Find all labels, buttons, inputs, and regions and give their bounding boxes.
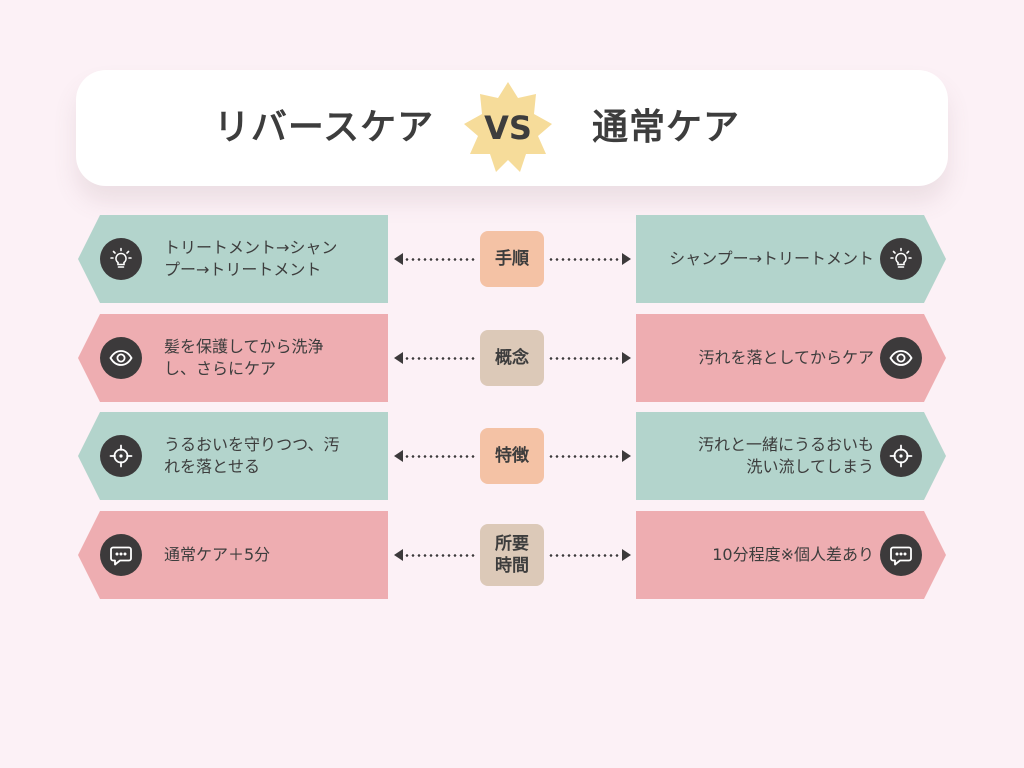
right-card-text: 汚れと一緒にうるおいも 洗い流してしまう [650, 412, 874, 500]
arrow-right-icon [622, 352, 631, 364]
chat-bubble-icon [100, 534, 142, 576]
arrow-left-icon [394, 352, 403, 364]
dotted-connector [548, 258, 620, 261]
arrow-left-icon [394, 450, 403, 462]
arrow-right-icon [622, 253, 631, 265]
comparison-row-time: 通常ケア＋5分 所要 時間 10分程度※個人差あり [0, 511, 1024, 599]
eye-icon [880, 337, 922, 379]
left-card-text: 通常ケア＋5分 [164, 511, 374, 599]
target-icon [100, 435, 142, 477]
right-card: シャンプー→トリートメント [636, 215, 946, 303]
left-card-text: 髪を保護してから洗浄 し、さらにケア [164, 314, 374, 402]
text-line: プー→トリートメント [164, 260, 322, 279]
vs-label: VS [484, 109, 532, 147]
row-label: 所要 時間 [480, 524, 544, 586]
text-line: 通常ケア＋5分 [164, 545, 271, 564]
row-label: 特徴 [480, 428, 544, 484]
lightbulb-icon [880, 238, 922, 280]
arrow-right-icon [622, 450, 631, 462]
target-icon [880, 435, 922, 477]
right-title: 通常ケア [592, 107, 741, 148]
text-line: 髪を保護してから洗浄 [164, 337, 324, 356]
text-line: れを落とせる [164, 457, 261, 476]
left-card-text: うるおいを守りつつ、汚 れを落とせる [164, 412, 374, 500]
right-card: 10分程度※個人差あり [636, 511, 946, 599]
vs-badge: VS [460, 80, 556, 176]
dotted-connector [404, 357, 476, 360]
left-card-text: トリートメント→シャン プー→トリートメント [164, 215, 374, 303]
text-line: 汚れと一緒にうるおいも [697, 435, 874, 454]
comparison-row-feature: うるおいを守りつつ、汚 れを落とせる 特徴 汚れと一緒にうるおいも 洗い流してし… [0, 412, 1024, 500]
text-line: シャンプー→トリートメント [669, 249, 874, 268]
left-card: 通常ケア＋5分 [78, 511, 388, 599]
row-label: 概念 [480, 330, 544, 386]
text-line: 汚れを落としてからケア [698, 348, 874, 367]
left-card: うるおいを守りつつ、汚 れを落とせる [78, 412, 388, 500]
left-title: リバースケア [213, 107, 435, 148]
text-line: し、さらにケア [164, 359, 277, 378]
lightbulb-icon [100, 238, 142, 280]
text-line: トリートメント→シャン [164, 238, 338, 257]
comparison-row-procedure: トリートメント→シャン プー→トリートメント 手順 シャンプー→トリートメント [0, 215, 1024, 303]
right-card: 汚れを落としてからケア [636, 314, 946, 402]
arrow-right-icon [622, 549, 631, 561]
dotted-connector [548, 554, 620, 557]
label-line: 所要 [495, 534, 529, 554]
eye-icon [100, 337, 142, 379]
dotted-connector [404, 258, 476, 261]
dotted-connector [548, 455, 620, 458]
left-card: トリートメント→シャン プー→トリートメント [78, 215, 388, 303]
dotted-connector [548, 357, 620, 360]
dotted-connector [404, 554, 476, 557]
right-card-text: 10分程度※個人差あり [650, 511, 874, 599]
dotted-connector [404, 455, 476, 458]
label-line: 特徴 [495, 446, 529, 466]
text-line: 洗い流してしまう [746, 457, 874, 476]
arrow-left-icon [394, 549, 403, 561]
star-badge-icon [464, 82, 552, 172]
text-line: 10分程度※個人差あり [712, 545, 874, 564]
text-line: うるおいを守りつつ、汚 [164, 435, 340, 454]
chat-bubble-icon [880, 534, 922, 576]
comparison-header: リバースケア VS 通常ケア [76, 70, 948, 186]
label-line: 手順 [495, 249, 529, 269]
label-line: 時間 [495, 556, 529, 576]
right-card-text: シャンプー→トリートメント [650, 215, 874, 303]
row-label: 手順 [480, 231, 544, 287]
label-line: 概念 [495, 348, 529, 368]
left-card: 髪を保護してから洗浄 し、さらにケア [78, 314, 388, 402]
comparison-row-concept: 髪を保護してから洗浄 し、さらにケア 概念 汚れを落としてからケア [0, 314, 1024, 402]
arrow-left-icon [394, 253, 403, 265]
right-card: 汚れと一緒にうるおいも 洗い流してしまう [636, 412, 946, 500]
right-card-text: 汚れを落としてからケア [650, 314, 874, 402]
